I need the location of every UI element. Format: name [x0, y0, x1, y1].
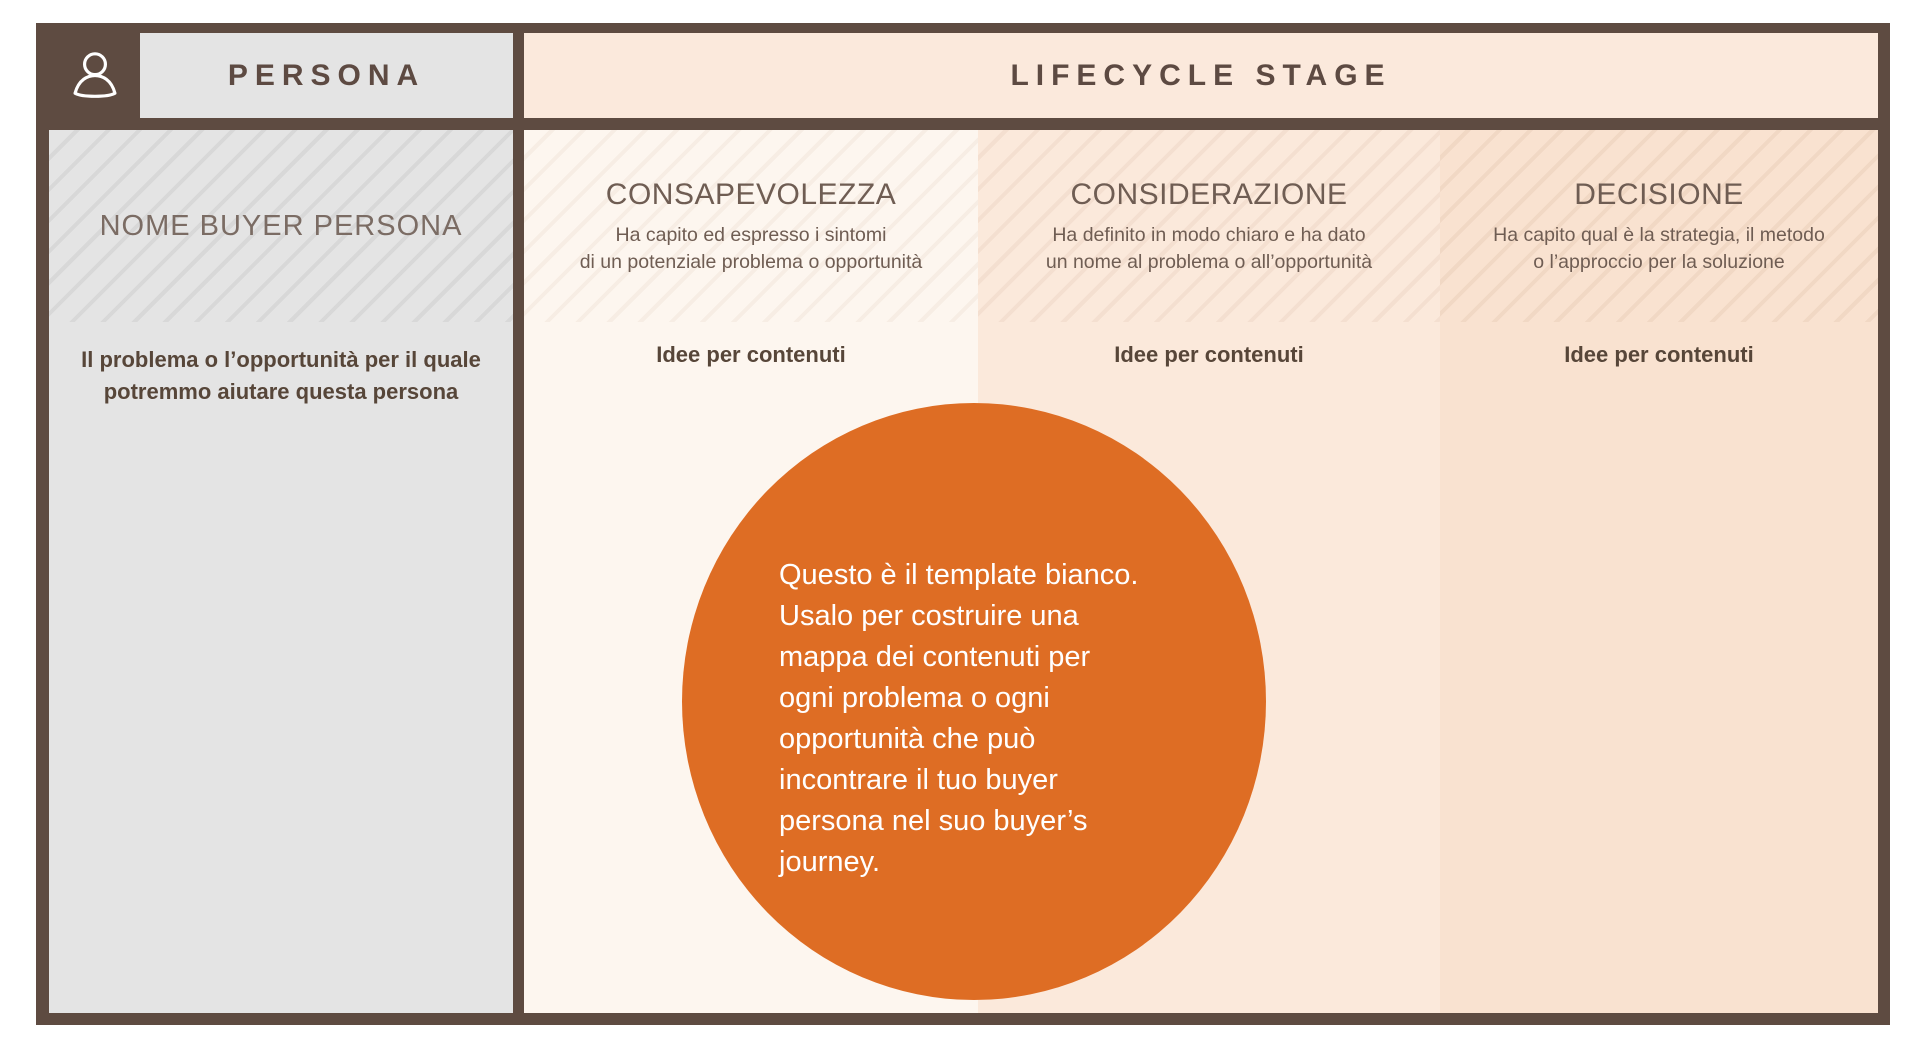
- stage-title: DECISIONE: [1574, 178, 1744, 211]
- stage-header-area: CONSIDERAZIONE Ha definito in modo chiar…: [978, 130, 1440, 322]
- stage-title: CONSAPEVOLEZZA: [605, 178, 897, 211]
- stage-description: Ha definito in modo chiaro e ha dato un …: [1045, 224, 1373, 273]
- stage-title: CONSIDERAZIONE: [1070, 178, 1348, 211]
- ideas-label: Idee per contenuti: [656, 342, 846, 367]
- persona-problem-text: Il problema o l’opportunità per il quale…: [81, 347, 481, 404]
- template-frame: PERSONA LIFECYCLE STAGE NOME BUYER PERSO…: [36, 23, 1890, 1025]
- callout-circle: Questo è il template bianco. Usalo per c…: [682, 403, 1266, 1000]
- persona-column: NOME BUYER PERSONA Il problema o l’oppor…: [49, 130, 513, 1013]
- lifecycle-body: CONSAPEVOLEZZA Ha capito ed espresso i s…: [524, 130, 1878, 1013]
- persona-header-cell: PERSONA: [140, 33, 513, 118]
- stage-description: Ha capito ed espresso i sintomi di un po…: [579, 224, 923, 273]
- header-row: PERSONA LIFECYCLE STAGE: [49, 33, 1878, 118]
- ideas-label: Idee per contenuti: [1564, 342, 1754, 367]
- callout-text: Questo è il template bianco. Usalo per c…: [779, 559, 1139, 878]
- lifecycle-header-cell: LIFECYCLE STAGE: [524, 33, 1878, 118]
- person-icon: [72, 51, 117, 98]
- persona-name-area: NOME BUYER PERSONA: [49, 130, 513, 322]
- lifecycle-header-label: LIFECYCLE STAGE: [1010, 58, 1392, 92]
- persona-header-label: PERSONA: [227, 58, 426, 92]
- body-row: NOME BUYER PERSONA Il problema o l’oppor…: [49, 130, 1878, 1013]
- stage-header-area: CONSAPEVOLEZZA Ha capito ed espresso i s…: [524, 130, 978, 322]
- persona-name-placeholder: NOME BUYER PERSONA: [99, 209, 463, 242]
- persona-icon-cell: [49, 33, 140, 118]
- stage-header-area: DECISIONE Ha capito qual è la strategia,…: [1440, 130, 1878, 322]
- ideas-label: Idee per contenuti: [1114, 342, 1304, 367]
- stage-column-decisione: DECISIONE Ha capito qual è la strategia,…: [1440, 130, 1878, 1013]
- stage-description: Ha capito qual è la strategia, il metodo…: [1493, 224, 1825, 273]
